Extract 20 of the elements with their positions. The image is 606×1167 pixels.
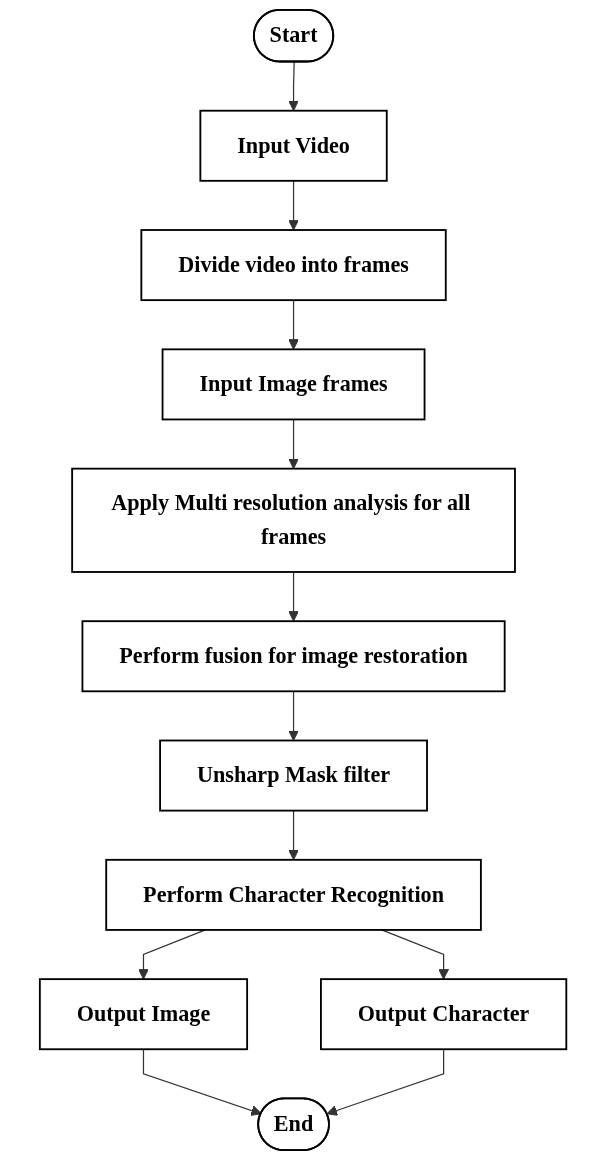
- node-box: Output Character: [319, 978, 568, 1051]
- arrow: [288, 418, 299, 470]
- arrow: [381, 929, 449, 980]
- arrow: [326, 1048, 445, 1116]
- node-box: Perform Character Recognition: [105, 858, 482, 931]
- arrow: [288, 180, 299, 231]
- arrow: [288, 810, 299, 861]
- node-box: Input Video: [199, 109, 388, 182]
- node-box: Perform fusion for image restoration: [81, 620, 506, 693]
- node-box: Divide video into frames: [140, 229, 447, 302]
- node-box: Output Image: [38, 978, 248, 1051]
- arrow: [288, 571, 299, 622]
- arrow: [138, 929, 206, 980]
- arrow: [142, 1048, 262, 1116]
- node-box: Unsharp Mask filter: [159, 739, 428, 812]
- arrow: [288, 61, 299, 112]
- arrow: [288, 690, 299, 741]
- node-box: Apply Multi resolution analysis for all frames: [71, 467, 516, 573]
- arrow: [288, 299, 299, 350]
- node-box: Input Image frames: [161, 348, 426, 421]
